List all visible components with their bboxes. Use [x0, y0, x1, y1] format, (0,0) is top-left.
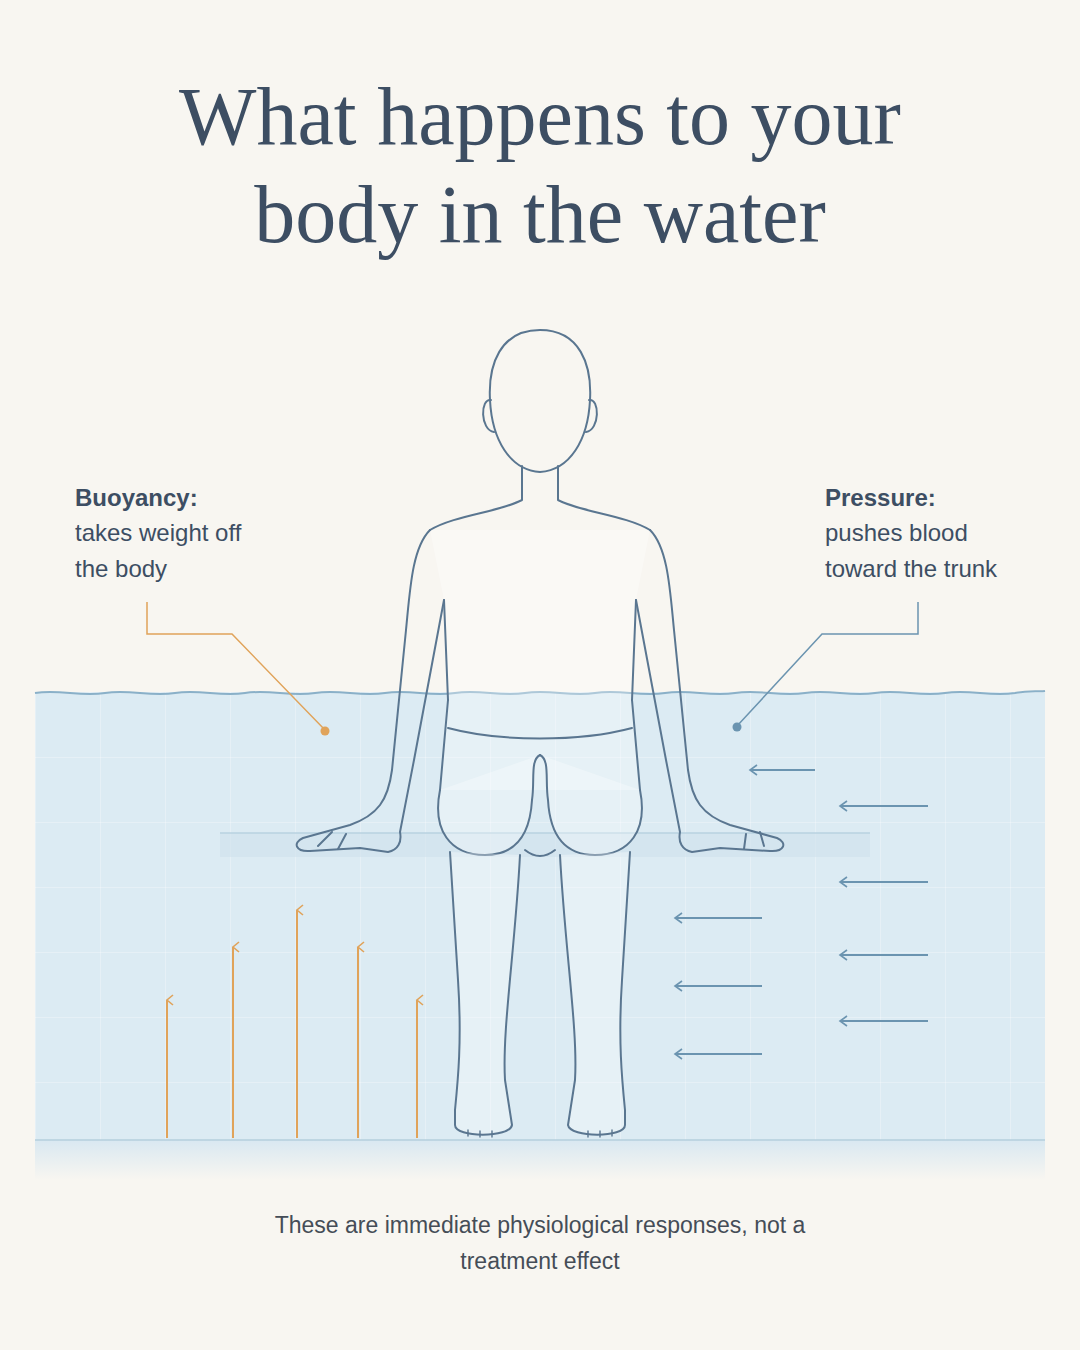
callout-heading: Pressure: — [825, 482, 1025, 513]
callout-text: pushes blood toward the trunk — [825, 515, 1030, 587]
caption: These are immediate physiological respon… — [270, 1208, 810, 1279]
leader-line — [737, 602, 918, 726]
leader-dot — [733, 723, 742, 732]
pressure-arrows — [675, 770, 928, 1054]
seated-figure — [297, 330, 784, 1137]
pool-floor — [35, 1139, 1045, 1141]
callout-text: takes weight off the body — [75, 515, 253, 587]
leader-dot — [321, 727, 330, 736]
diagram-title: What happens to your body in the water — [140, 68, 940, 265]
water-fade — [35, 1140, 1045, 1180]
leader-line — [147, 602, 325, 730]
buoyancy-arrows — [167, 910, 417, 1138]
callout-heading: Buoyancy: — [75, 482, 275, 513]
